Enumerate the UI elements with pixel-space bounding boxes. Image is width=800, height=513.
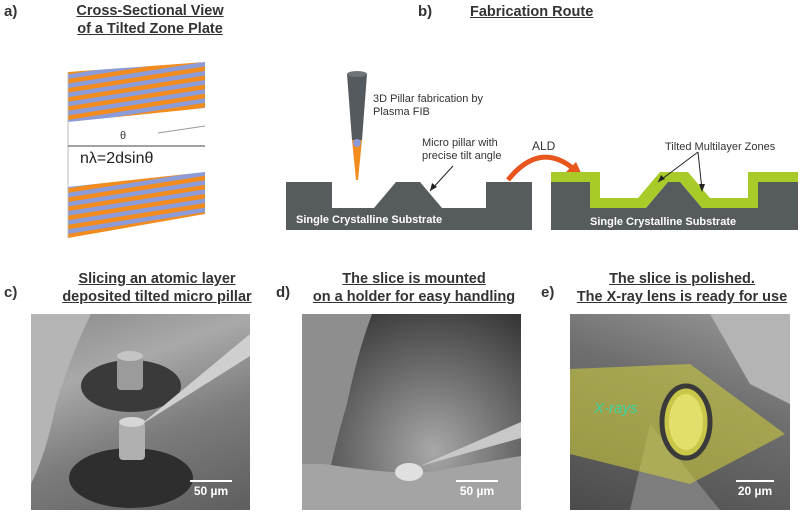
panel-e-label: e) (541, 284, 555, 301)
panel-c-label: c) (4, 284, 18, 301)
panel-d-title-line1: The slice is mounted (342, 271, 486, 287)
panel-d-title-line2: on a holder for easy handling (312, 289, 516, 305)
sem-image-pillar-slicing: 50 µm (31, 314, 250, 510)
fib-note-line2: Plasma FIB (373, 106, 430, 118)
panel-c-title-line1: Slicing an atomic layer (78, 271, 236, 287)
upper-multilayer (68, 62, 205, 122)
fib-plasma (352, 140, 362, 180)
panel-a-title-line2: of a Tilted Zone Plate (77, 21, 223, 37)
panel-a-title-line1: Cross-Sectional View (76, 3, 224, 19)
ald-arrow (506, 154, 577, 182)
scale-bar-c: 50 µm (186, 480, 236, 498)
panel-d-label: d) (276, 284, 291, 301)
substrate-left-label: Single Crystalline Substrate (296, 214, 443, 226)
fib-beam (347, 74, 367, 140)
panel-e-title-line2: The X-ray lens is ready for use (576, 289, 788, 305)
panel-a-title: Cross-Sectional View of a Tilted Zone Pl… (55, 2, 245, 38)
panel-b-label: b) (418, 3, 433, 20)
panel-c-title: Slicing an atomic layer deposited tilted… (52, 270, 262, 306)
ald-label: ALD (532, 139, 556, 153)
bragg-equation: nλ=2dsinθ (80, 150, 154, 167)
scale-bar-c-label: 50 µm (193, 484, 229, 498)
xray-label: X-rays (594, 400, 638, 417)
scale-bar-e: 20 µm (732, 480, 778, 498)
panel-e-title: The slice is polished. The X-ray lens is… (568, 270, 796, 306)
fib-note: 3D Pillar fabrication by Plasma FIB (373, 93, 483, 119)
mounted-slice (395, 463, 423, 481)
panel-e-title-line1: The slice is polished. (609, 271, 755, 287)
multilayer-label: Tilted Multilayer Zones (665, 141, 776, 153)
sem-image-polished-lens: X-rays 20 µm (570, 314, 790, 510)
substrate-right-label: Single Crystalline Substrate (590, 216, 737, 228)
scale-bar-d-label: 50 µm (459, 484, 495, 498)
ald-coating (551, 172, 798, 208)
theta-symbol: θ (120, 130, 127, 142)
scale-bar-d: 50 µm (452, 480, 502, 498)
fib-note-line1: 3D Pillar fabrication by (373, 93, 484, 105)
pillar-note-line1: Micro pillar with (422, 137, 498, 149)
panel-d-title: The slice is mounted on a holder for eas… (300, 270, 528, 306)
substrate-left (286, 182, 532, 230)
fabrication-route-diagram (286, 71, 798, 230)
panel-a-label: a) (4, 3, 18, 20)
pillar-upper (117, 356, 143, 390)
pillar-note-line2: precise tilt angle (422, 150, 502, 162)
substrate-right (551, 182, 798, 230)
panel-b-title: Fabrication Route (470, 4, 594, 20)
zone-plate-cross-section (67, 62, 206, 238)
sem-image-slice-mounted: 50 µm (302, 314, 521, 510)
pillar-lower (119, 422, 145, 460)
scale-bar-e-label: 20 µm (737, 484, 773, 498)
manipulator-needle (139, 334, 250, 426)
panel-c-title-line2: deposited tilted micro pillar (62, 289, 252, 305)
lower-multilayer (68, 172, 205, 238)
mount-needle (420, 422, 521, 466)
pillar-note: Micro pillar with precise tilt angle (422, 137, 502, 163)
